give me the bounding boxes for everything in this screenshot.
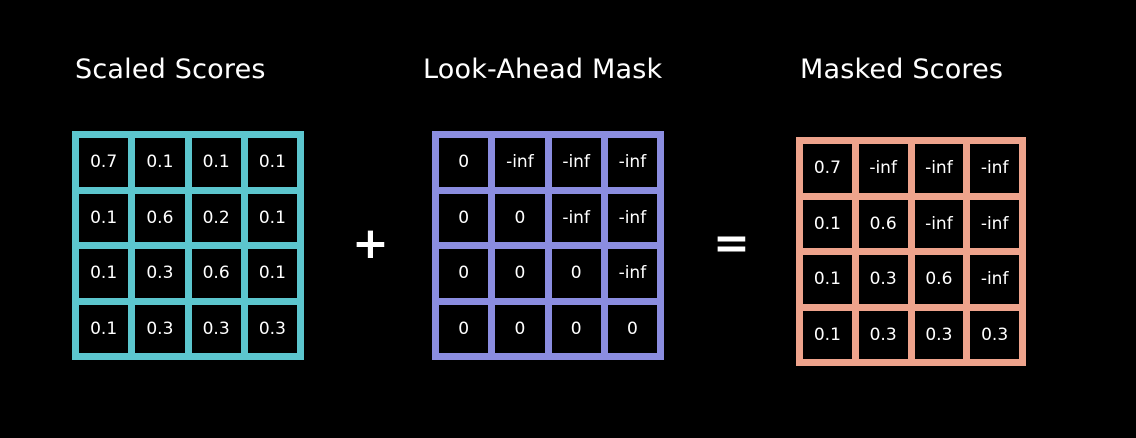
matrix-cell: 0.3 [858, 255, 908, 304]
matrix-cell: 0.3 [191, 304, 241, 353]
matrix-cell: 0.7 [803, 144, 852, 193]
matrix-cell: -inf [551, 138, 601, 187]
matrix-cell: 0.6 [914, 255, 964, 304]
scaled-scores-title: Scaled Scores [75, 54, 266, 85]
matrix-cell: -inf [607, 249, 657, 298]
matrix-cell: -inf [914, 144, 964, 193]
matrix-cell: 0.1 [79, 304, 129, 353]
matrix-cell: 0 [551, 304, 601, 353]
matrix-cell: 0 [495, 193, 545, 242]
matrix-cell: 0.7 [79, 138, 129, 187]
matrix-cell: 0.3 [135, 304, 185, 353]
matrix-cell: 0.1 [135, 138, 185, 187]
matrix-cell: 0.6 [858, 199, 908, 248]
equals-operator: = [713, 218, 750, 269]
matrix-cell: -inf [914, 199, 964, 248]
matrix-cell: 0.1 [803, 310, 852, 359]
matrix-cell: -inf [970, 144, 1019, 193]
plus-operator: + [352, 218, 389, 269]
matrix-cell: 0 [495, 249, 545, 298]
matrix-cell: 0.1 [247, 138, 297, 187]
matrix-cell: 0.6 [191, 249, 241, 298]
matrix-cell: 0.1 [191, 138, 241, 187]
matrix-cell: 0 [607, 304, 657, 353]
matrix-cell: 0.1 [247, 249, 297, 298]
matrix-cell: 0.3 [247, 304, 297, 353]
matrix-cell: 0 [551, 249, 601, 298]
matrix-cell: 0 [439, 193, 489, 242]
look-ahead-mask-title: Look-Ahead Mask [423, 54, 663, 85]
matrix-cell: -inf [858, 144, 908, 193]
matrix-cell: 0 [439, 304, 489, 353]
matrix-cell: 0.3 [858, 310, 908, 359]
matrix-cell: -inf [970, 255, 1019, 304]
matrix-cell: 0 [439, 249, 489, 298]
matrix-cell: -inf [970, 199, 1019, 248]
matrix-cell: 0.1 [79, 193, 129, 242]
matrix-cell: -inf [495, 138, 545, 187]
matrix-cell: 0 [495, 304, 545, 353]
matrix-cell: 0.1 [803, 199, 852, 248]
matrix-cell: 0.1 [79, 249, 129, 298]
matrix-cell: 0.3 [970, 310, 1019, 359]
masked-scores-title: Masked Scores [800, 54, 1004, 85]
matrix-cell: 0 [439, 138, 489, 187]
matrix-cell: -inf [607, 138, 657, 187]
matrix-cell: -inf [551, 193, 601, 242]
matrix-cell: 0.3 [135, 249, 185, 298]
matrix-cell: 0.3 [914, 310, 964, 359]
matrix-cell: 0.6 [135, 193, 185, 242]
matrix-cell: 0.1 [247, 193, 297, 242]
matrix-cell: -inf [607, 193, 657, 242]
matrix-cell: 0.2 [191, 193, 241, 242]
matrix-cell: 0.1 [803, 255, 852, 304]
